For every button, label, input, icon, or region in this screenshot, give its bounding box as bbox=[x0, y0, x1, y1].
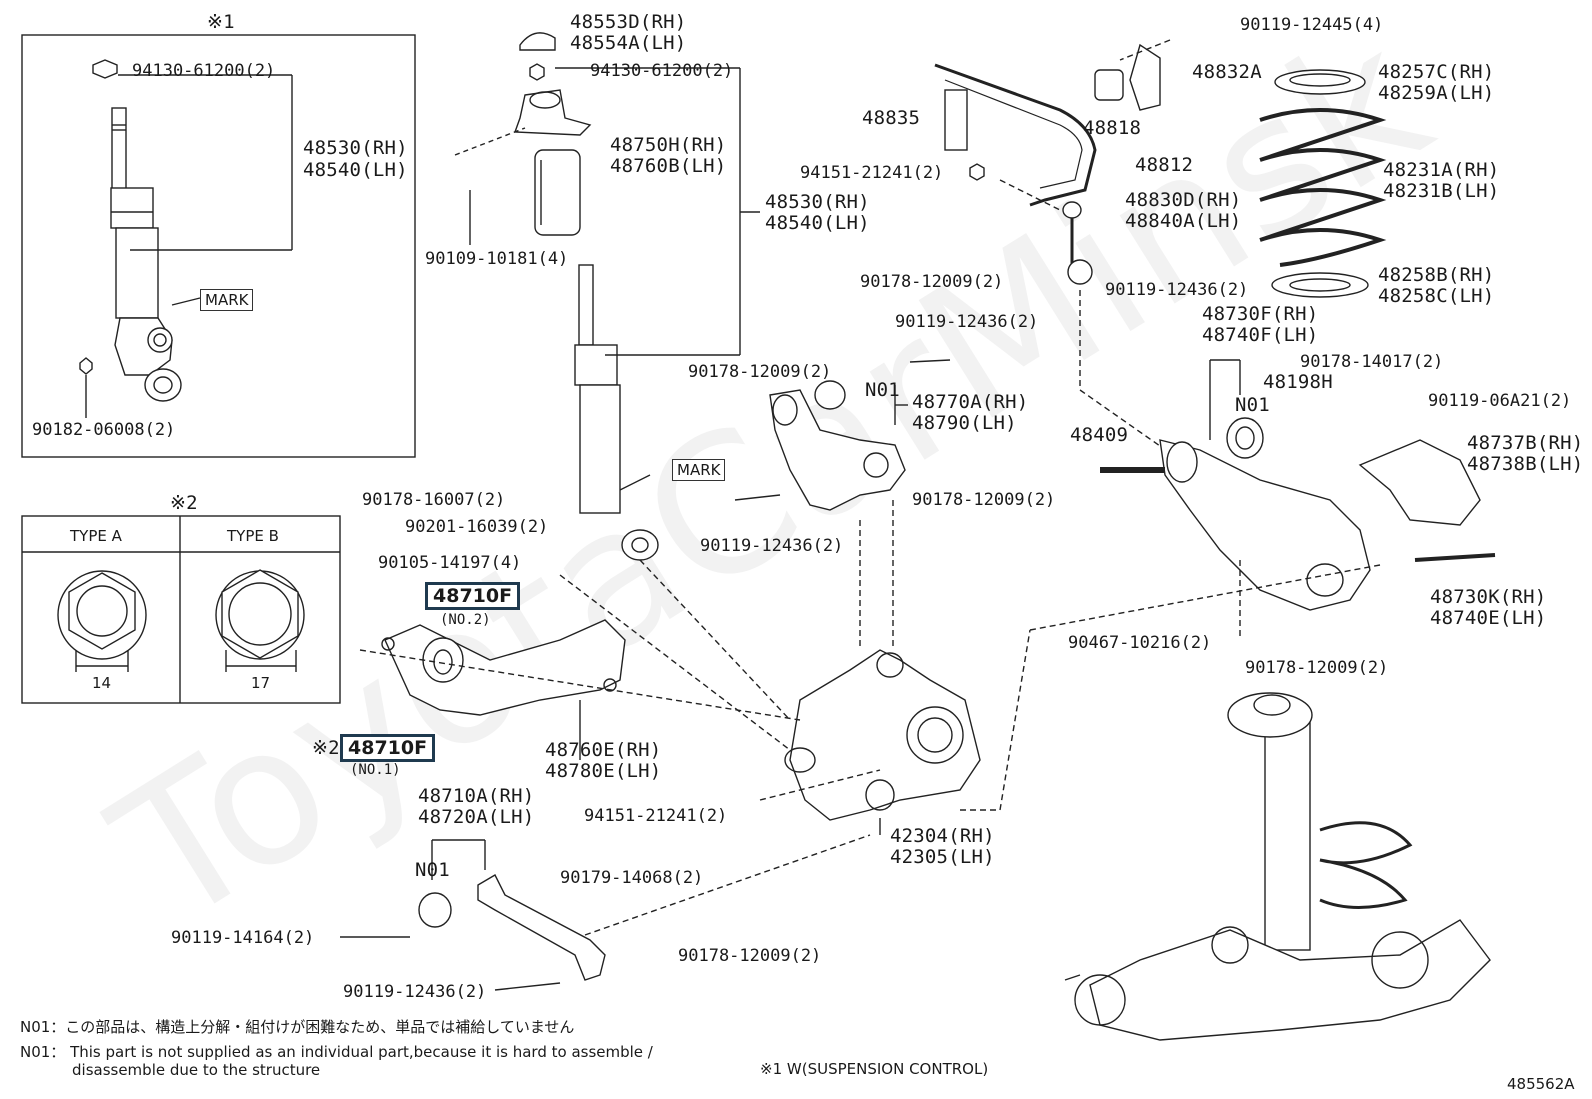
label-nut-16007[interactable]: 90178-16007(2) bbox=[362, 490, 506, 510]
inset1-frame bbox=[21, 34, 416, 458]
label-seat-up-rh[interactable]: 48257C(RH) bbox=[1378, 61, 1495, 83]
label-n01-c: N01 bbox=[1235, 394, 1270, 416]
label-bolt-14197[interactable]: 90105-14197(4) bbox=[378, 553, 522, 573]
label-shock-lh[interactable]: 48540(LH) bbox=[765, 212, 870, 234]
label-bracket-48835[interactable]: 48835 bbox=[862, 107, 921, 129]
label-arm-no1: (NO.1) bbox=[350, 762, 401, 778]
label-support-lh[interactable]: 48760B(LH) bbox=[610, 155, 727, 177]
label-seat-lo-rh[interactable]: 48258B(RH) bbox=[1378, 264, 1495, 286]
assembly-view-icon bbox=[1064, 692, 1491, 1041]
label-arm-a-rh[interactable]: 48710A(RH) bbox=[418, 785, 535, 807]
inset2-frame bbox=[21, 515, 341, 704]
label-bolt-12436-c[interactable]: 90119-12436(2) bbox=[700, 536, 844, 556]
label-spring-lh[interactable]: 48231B(LH) bbox=[1383, 180, 1500, 202]
note-n01-en-2: disassemble due to the structure bbox=[72, 1061, 321, 1079]
inset2-size-a: 14 bbox=[92, 674, 112, 692]
label-arm-48710f-no2[interactable]: 48710F bbox=[425, 582, 521, 610]
label-link-rh[interactable]: 48830D(RH) bbox=[1125, 189, 1242, 211]
label-nut-21241-b[interactable]: 94151-21241(2) bbox=[800, 163, 944, 183]
label-nut-top[interactable]: 94130-61200(2) bbox=[590, 61, 734, 81]
label-arm-e-rh[interactable]: 48760E(RH) bbox=[545, 739, 662, 761]
label-bolt-k-lh[interactable]: 48740E(LH) bbox=[1430, 607, 1547, 629]
label-bolt-48409[interactable]: 48409 bbox=[1070, 424, 1129, 446]
label-nut-14017[interactable]: 90178-14017(2) bbox=[1300, 352, 1444, 372]
inset2-size-b: 17 bbox=[251, 674, 271, 692]
label-stab-48812[interactable]: 48812 bbox=[1135, 154, 1194, 176]
label-nut-12009-d[interactable]: 90178-12009(2) bbox=[860, 272, 1004, 292]
label-shock-rh[interactable]: 48530(RH) bbox=[765, 191, 870, 213]
label-cover-lh[interactable]: 48738B(LH) bbox=[1467, 453, 1584, 475]
label-nut-14068[interactable]: 90179-14068(2) bbox=[560, 868, 704, 888]
note-n01-en-1: N01： This part is not supplied as an ind… bbox=[20, 1043, 653, 1061]
inset1-nut-label: 94130-61200(2) bbox=[132, 61, 276, 81]
label-strut-cap-lh[interactable]: 48554A(LH) bbox=[570, 32, 687, 54]
label-bolt-k-rh[interactable]: 48730K(RH) bbox=[1430, 586, 1547, 608]
trailing-arm-icon bbox=[340, 834, 871, 991]
label-washer-16039[interactable]: 90201-16039(2) bbox=[405, 517, 549, 537]
label-bolt-06a21[interactable]: 90119-06A21(2) bbox=[1428, 391, 1572, 411]
inset1-shock-lh: 48540(LH) bbox=[303, 159, 408, 181]
inset1-mark-label: MARK bbox=[200, 289, 254, 311]
knuckle-icon bbox=[784, 500, 981, 835]
label-cover-rh[interactable]: 48737B(RH) bbox=[1467, 432, 1584, 454]
label-mark: MARK bbox=[672, 459, 726, 481]
lateral-arm-icon bbox=[359, 574, 801, 760]
label-nut-12009-b[interactable]: 90178-12009(2) bbox=[688, 362, 832, 382]
label-link-lh[interactable]: 48840A(LH) bbox=[1125, 210, 1242, 232]
label-arm-48710f-no1[interactable]: 48710F bbox=[340, 734, 436, 762]
label-bracket-48832a[interactable]: 48832A bbox=[1192, 61, 1262, 83]
inset2-type-a: TYPE A bbox=[70, 527, 122, 545]
stabilizer-bar-icon bbox=[934, 43, 1181, 461]
label-knuckle-rh[interactable]: 42304(RH) bbox=[890, 825, 995, 847]
label-bolt-12445[interactable]: 90119-12445(4) bbox=[1240, 15, 1384, 35]
note-n01-jp: N01：この部品は、構造上分解・組付けが困難なため、単品では補給していません bbox=[20, 1018, 575, 1036]
label-bolt-12436-a[interactable]: 90119-12436(2) bbox=[343, 982, 487, 1002]
inset2-marker: ※2 bbox=[170, 492, 198, 514]
label-upper-lh[interactable]: 48790(LH) bbox=[912, 412, 1017, 434]
strut-assembly-icon bbox=[454, 32, 760, 561]
note-footnote1: ※1 W(SUSPENSION CONTROL) bbox=[760, 1060, 989, 1078]
inset1-shock-rh: 48530(RH) bbox=[303, 137, 408, 159]
label-lower-arm-rh[interactable]: 48730F(RH) bbox=[1202, 303, 1319, 325]
inset1-shock-icon bbox=[79, 59, 293, 418]
label-seat-up-lh[interactable]: 48259A(LH) bbox=[1378, 82, 1495, 104]
label-arm-no2: (NO.2) bbox=[440, 612, 491, 628]
label-spring-rh[interactable]: 48231A(RH) bbox=[1383, 159, 1500, 181]
label-knuckle-lh[interactable]: 42305(LH) bbox=[890, 846, 995, 868]
label-bolt-12436-b[interactable]: 90119-12436(2) bbox=[895, 312, 1039, 332]
inset1-marker: ※1 bbox=[207, 11, 235, 33]
label-upper-rh[interactable]: 48770A(RH) bbox=[912, 391, 1029, 413]
inset2-nut-b-icon bbox=[215, 569, 305, 672]
label-nut-12009-e[interactable]: 90178-12009(2) bbox=[1245, 658, 1389, 678]
label-arm-e-lh[interactable]: 48780E(LH) bbox=[545, 760, 662, 782]
label-nut-12009-c[interactable]: 90178-12009(2) bbox=[912, 490, 1056, 510]
label-bolt-14164[interactable]: 90119-14164(2) bbox=[171, 928, 315, 948]
label-arm-a-lh[interactable]: 48720A(LH) bbox=[418, 806, 535, 828]
label-bush-48818[interactable]: 48818 bbox=[1083, 117, 1142, 139]
label-n01-a: N01 bbox=[415, 859, 450, 881]
label-strut-cap-rh[interactable]: 48553D(RH) bbox=[570, 11, 687, 33]
label-lower-arm-lh[interactable]: 48740F(LH) bbox=[1202, 324, 1319, 346]
label-ref2: ※2 bbox=[312, 737, 340, 759]
label-bolt-10216[interactable]: 90467-10216(2) bbox=[1068, 633, 1212, 653]
label-nut-12009-a[interactable]: 90178-12009(2) bbox=[678, 946, 822, 966]
label-support-rh[interactable]: 48750H(RH) bbox=[610, 134, 727, 156]
inset1-bolt-label: 90182-06008(2) bbox=[32, 420, 176, 440]
label-seat-lo-lh[interactable]: 48258C(LH) bbox=[1378, 285, 1495, 307]
label-bolt-90109[interactable]: 90109-10181(4) bbox=[425, 249, 569, 269]
label-n01-b: N01 bbox=[865, 379, 900, 401]
upper-arm-icon bbox=[734, 359, 951, 511]
diagram-id: 485562A bbox=[1507, 1075, 1575, 1093]
label-part-48198h[interactable]: 48198H bbox=[1263, 371, 1333, 393]
lower-arm-icon bbox=[999, 359, 1496, 811]
inset2-nut-a-icon bbox=[57, 570, 147, 672]
label-nut-21241-a[interactable]: 94151-21241(2) bbox=[584, 806, 728, 826]
label-bolt-12436-d[interactable]: 90119-12436(2) bbox=[1105, 280, 1249, 300]
inset2-type-b: TYPE B bbox=[227, 527, 279, 545]
coil-spring-icon bbox=[1259, 69, 1387, 298]
